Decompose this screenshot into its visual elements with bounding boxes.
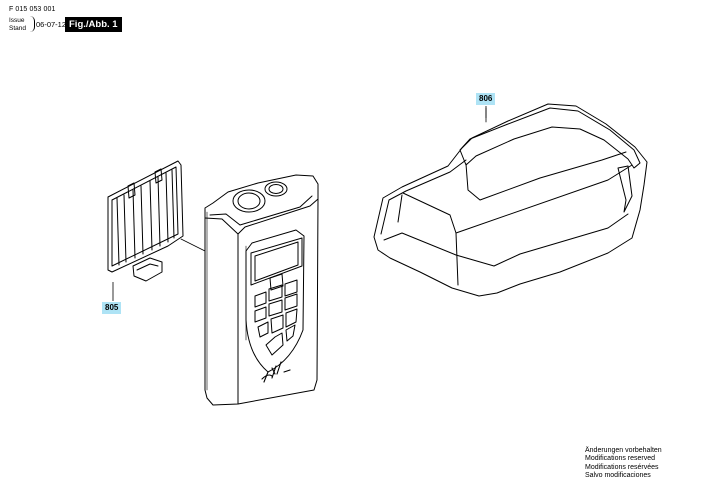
issue-stand-labels: Issue Stand <box>9 17 26 33</box>
issue-label: Issue <box>9 17 25 24</box>
stand-label: Stand <box>9 25 26 32</box>
rangefinder-device <box>204 174 319 406</box>
modification-notes: Änderungen vorbehalten Modifications res… <box>585 447 662 480</box>
note-de: Änderungen vorbehalten <box>585 447 662 454</box>
battery-cover-805 <box>107 160 206 282</box>
note-en: Modifications reserved <box>585 455 656 463</box>
pouch-806 <box>373 103 648 297</box>
drawing-code: F 015 053 001 <box>9 6 56 13</box>
note-es: Salvo modificaciones <box>585 471 651 479</box>
brace-divider <box>30 16 35 32</box>
part-label-806: 806 <box>476 93 496 105</box>
part-label-805: 805 <box>102 302 122 314</box>
note-fr: Modifications resérvées <box>585 463 659 471</box>
figure-label: Fig./Abb. 1 <box>65 17 122 32</box>
issue-date: 06-07-12 <box>36 20 67 29</box>
